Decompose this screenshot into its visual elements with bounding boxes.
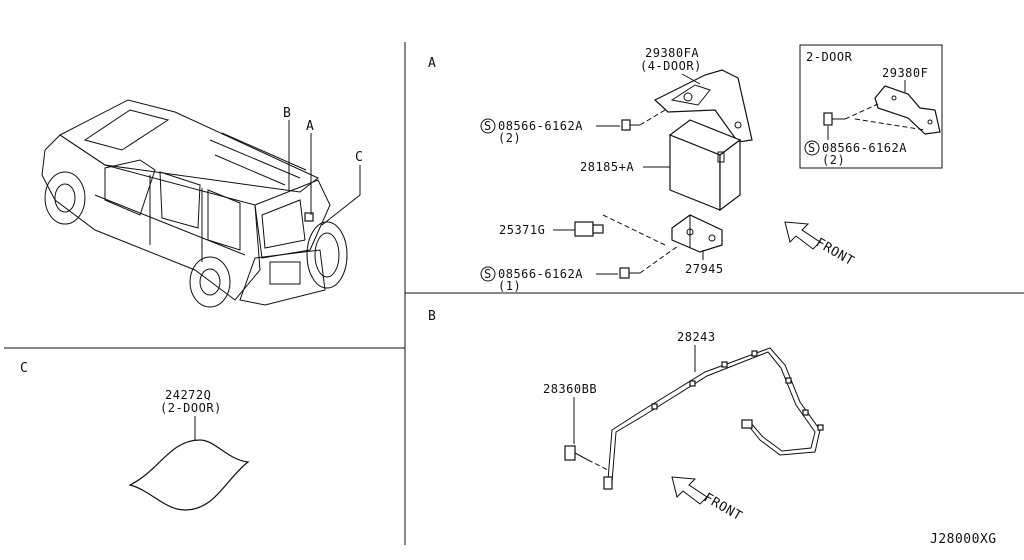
s-circle-top [480,118,496,134]
bracket-29380fa [653,69,753,143]
label-bolt-top: 08566-6162A [498,119,583,133]
section-c-letter: C [20,361,28,376]
module-28185a [668,119,742,212]
front-arrow-b-icon [671,476,708,505]
label-24272q-note: (2-DOOR) [160,401,222,415]
s-circle-bottom [480,266,496,282]
label-29380fa-note: (4-DOOR) [640,59,702,73]
section-a-letter: A [428,56,436,71]
vehicle-illustration [41,99,361,308]
inset-title: 2-DOOR [806,50,853,64]
bracket-27945 [671,214,723,253]
label-inset-bolt-qty: (2) [822,153,845,167]
label-bolt-bottom: 08566-6162A [498,267,583,281]
bracket-29380f [874,85,941,135]
front-arrow-a-icon [784,221,821,250]
label-front-b: FRONT [701,490,745,524]
bolt-top-symbol: S [484,119,492,133]
section-dividers [4,42,1024,545]
label-bolt-bottom-qty: (1) [498,279,521,293]
s-circle-inset [804,140,820,156]
label-28360bb: 28360BB [543,382,597,396]
section-b-letter: B [428,309,436,324]
label-inset-bolt: 08566-6162A [822,141,907,155]
label-28243: 28243 [677,330,716,344]
clip-28360bb [564,445,609,471]
vehicle-callout-a: A [306,119,314,134]
inset-bolt [823,103,926,131]
bolt-bottom [619,245,679,279]
label-29380fa: 29380FA [645,46,699,60]
bolt-top [621,109,666,131]
label-27945: 27945 [685,262,724,276]
bolt-bottom-symbol: S [484,267,492,281]
inset-bolt-symbol: S [808,141,816,155]
label-29380f: 29380F [882,66,928,80]
diagram-id: J28000XG [930,532,997,547]
label-24272q: 24272Q [165,388,211,402]
vehicle-callout-c: C [355,150,363,165]
sensor-25371g [574,214,666,246]
inset-2door-box [799,44,943,169]
vehicle-callout-b: B [283,106,291,121]
harness-28243 [603,347,824,490]
sheet-24272q [128,439,250,511]
label-bolt-top-qty: (2) [498,131,521,145]
label-25371g: 25371G [499,223,545,237]
label-front-a: FRONT [813,235,857,269]
label-28185a: 28185+A [580,160,634,174]
